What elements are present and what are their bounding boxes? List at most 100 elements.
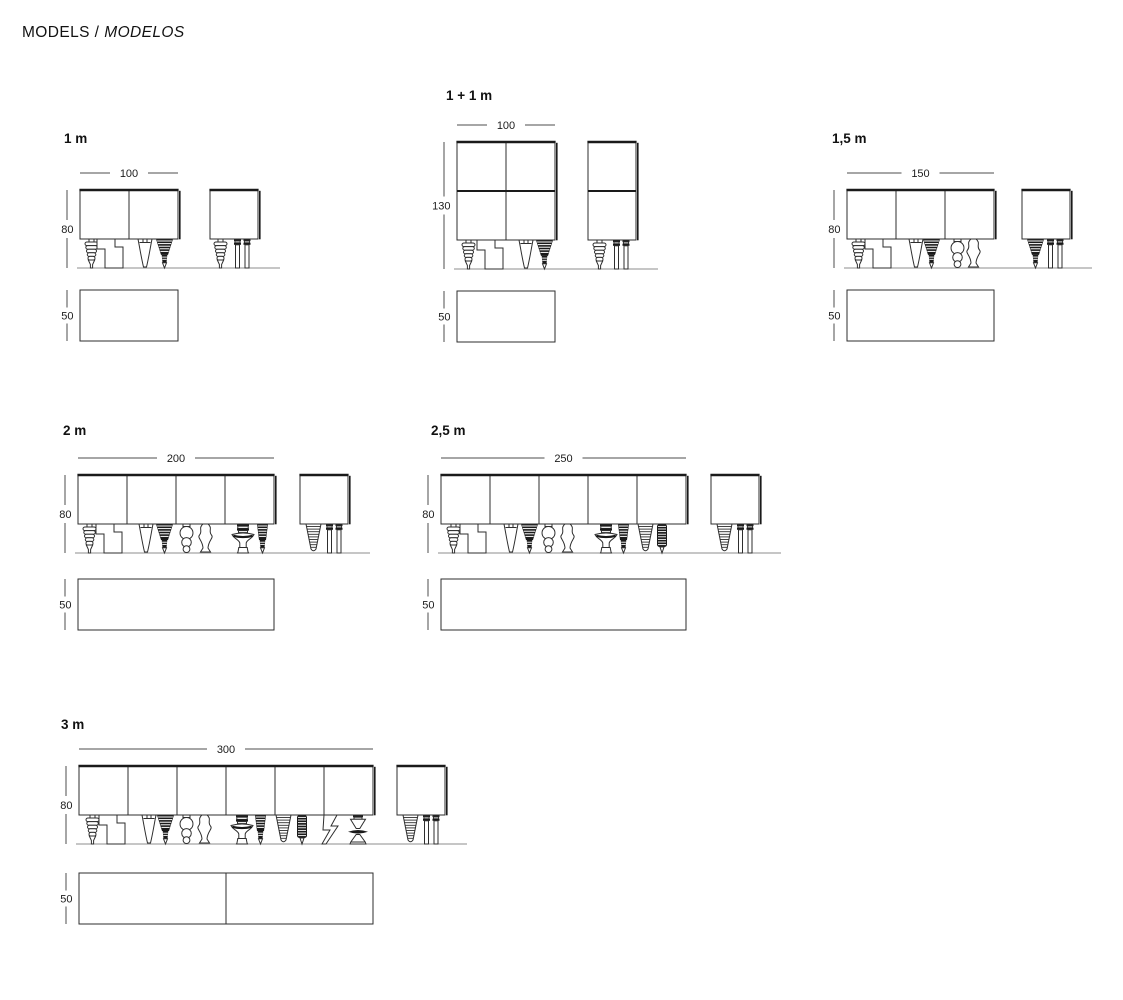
leg-baluster-icon	[851, 238, 866, 269]
leg-ribbed-cone-dark-icon	[1027, 239, 1044, 270]
leg-dark-column-icon	[297, 815, 307, 846]
leg-ribbed-cone-dark-icon	[923, 239, 940, 270]
leg-ribbed-cone-dark-icon	[156, 524, 173, 555]
height-dimension: 80	[828, 190, 841, 268]
leg-collar-pair-icon	[423, 815, 440, 845]
leg-baluster-icon	[85, 814, 100, 845]
plan-view	[846, 289, 995, 342]
leg-disc-trumpet-icon	[594, 524, 618, 554]
leg-collar-pair-icon	[234, 239, 251, 269]
leg-ribbed-cone-dark-icon	[156, 239, 173, 270]
leg-step-block-icon	[864, 238, 892, 269]
leg-baluster-icon	[592, 239, 607, 270]
width-dimension-label: 200	[167, 453, 185, 465]
leg-ribbed-taper-icon	[305, 523, 322, 552]
leg-cone-icon	[503, 523, 519, 553]
plan-view	[78, 872, 374, 925]
leg-step-block-icon	[96, 238, 124, 269]
depth-dimension-label: 50	[422, 600, 434, 612]
model-label: 1 m	[64, 131, 87, 146]
plan-view	[456, 290, 556, 343]
width-dimension-label: 100	[120, 168, 138, 180]
front-view	[456, 140, 558, 271]
width-dimension-label: 300	[217, 744, 235, 756]
leg-baluster-icon	[446, 523, 461, 554]
leg-dark-small-icon	[255, 815, 266, 846]
leg-cone-icon	[138, 523, 154, 553]
width-dimension: 100	[457, 120, 555, 132]
height-dimension-label: 130	[432, 201, 450, 213]
leg-wavy-vase-icon	[966, 238, 981, 268]
model-label: 1,5 m	[832, 131, 867, 146]
leg-baluster-icon	[82, 523, 97, 554]
leg-ribbed-cone-dark-icon	[521, 524, 538, 555]
leg-cone-icon	[518, 239, 534, 269]
model-1-plus-1m: 1 + 1 m 100 130 50	[432, 88, 658, 343]
depth-dimension-label: 50	[59, 600, 71, 612]
page-title: MODELS /MODELOS	[22, 24, 185, 42]
front-view	[78, 764, 376, 846]
height-dimension-label: 80	[828, 224, 840, 236]
width-dimension: 300	[79, 744, 373, 756]
front-view	[79, 188, 181, 270]
leg-collar-pair-icon	[613, 240, 630, 270]
leg-wavy-vase-icon	[560, 523, 575, 553]
side-view	[1021, 188, 1073, 270]
side-view	[396, 764, 448, 845]
front-view	[440, 473, 689, 555]
leg-step-block-icon	[476, 239, 504, 270]
width-dimension: 200	[78, 453, 274, 465]
leg-ribbed-cone-dark-icon	[536, 240, 553, 271]
height-dimension: 80	[61, 190, 74, 268]
depth-dimension-label: 50	[60, 894, 72, 906]
title-main: MODELS /	[22, 24, 100, 41]
leg-wavy-vase-icon	[198, 523, 213, 553]
depth-dimension-label: 50	[438, 312, 450, 324]
leg-stacked-balls-icon	[179, 814, 194, 845]
leg-angular-z-icon	[321, 814, 339, 845]
leg-ribbed-cone-dark-icon	[157, 815, 174, 846]
leg-stacked-balls-icon	[950, 238, 965, 269]
leg-step-block-icon	[459, 523, 487, 554]
leg-collar-pair-icon	[326, 524, 343, 554]
leg-cone-icon	[137, 238, 153, 268]
depth-dimension-label: 50	[61, 311, 73, 323]
leg-ribbed-taper-icon	[637, 523, 654, 552]
height-dimension: 80	[60, 766, 73, 844]
leg-dark-column-icon	[657, 524, 667, 555]
model-label: 1 + 1 m	[446, 88, 492, 103]
leg-cone-icon	[908, 238, 924, 268]
model-label: 2 m	[63, 423, 86, 438]
plan-view	[77, 578, 275, 631]
leg-dark-small-icon	[257, 524, 268, 555]
leg-dark-small-icon	[618, 524, 629, 555]
leg-hourglass-disc-icon	[348, 815, 368, 845]
height-dimension: 80	[422, 475, 435, 553]
leg-collar-pair-icon	[737, 524, 754, 554]
leg-collar-pair-icon	[1047, 239, 1064, 269]
height-dimension-label: 80	[60, 800, 72, 812]
depth-dimension: 50	[60, 873, 73, 924]
leg-stacked-balls-icon	[179, 523, 194, 554]
leg-stacked-balls-icon	[541, 523, 556, 554]
front-view	[846, 188, 997, 270]
depth-dimension-label: 50	[828, 311, 840, 323]
depth-dimension: 50	[438, 291, 451, 342]
leg-baluster-icon	[213, 238, 228, 269]
side-view	[299, 473, 351, 554]
depth-dimension: 50	[422, 579, 435, 630]
side-view	[710, 473, 762, 554]
leg-baluster-icon	[461, 239, 476, 270]
title-italic: MODELOS	[104, 24, 185, 41]
width-dimension: 150	[847, 168, 994, 180]
depth-dimension: 50	[828, 290, 841, 341]
depth-dimension: 50	[59, 579, 72, 630]
width-dimension: 100	[80, 168, 178, 180]
model-1m: 1 m 100 80 50	[61, 131, 280, 342]
leg-cone-icon	[141, 814, 157, 844]
leg-wavy-vase-icon	[197, 814, 212, 844]
